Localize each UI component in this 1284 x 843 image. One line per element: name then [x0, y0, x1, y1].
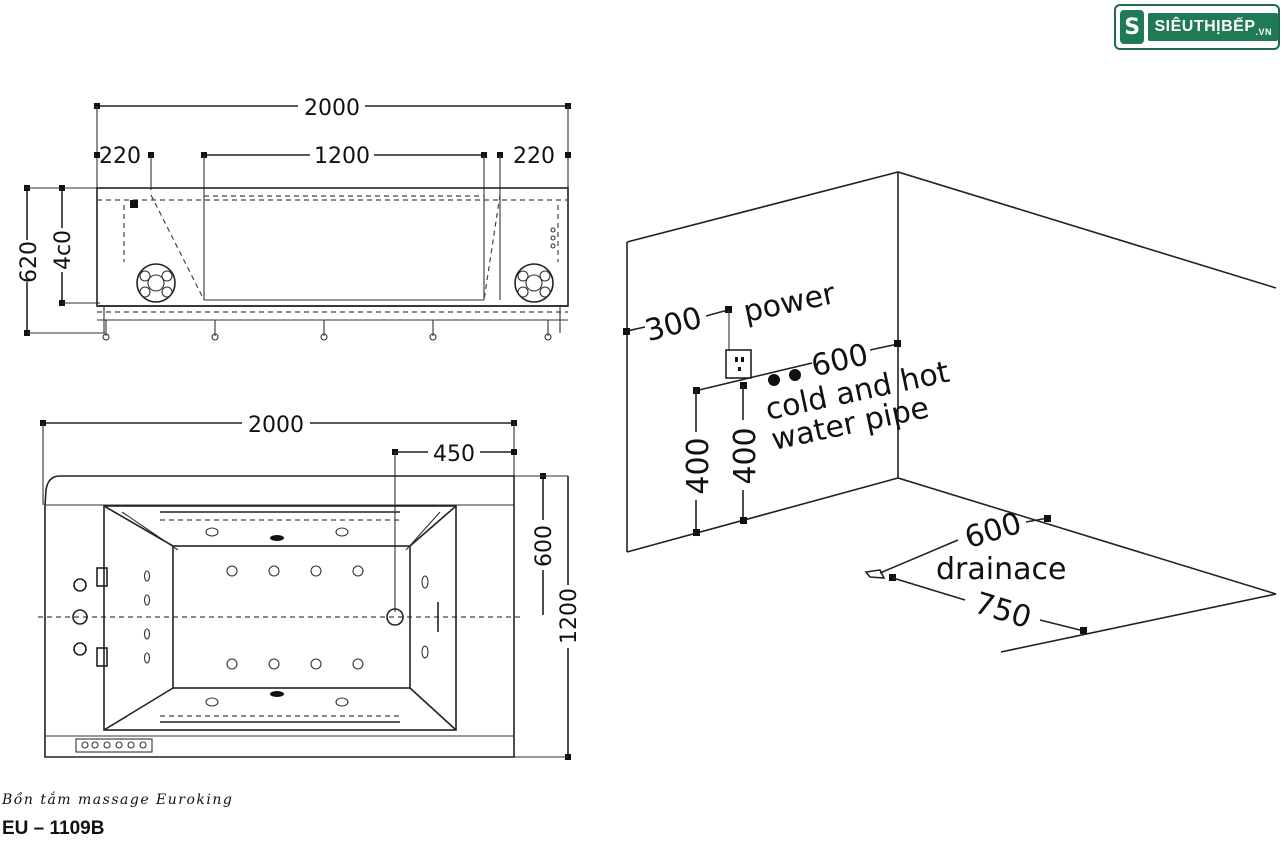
- top-half-width: 600: [532, 525, 557, 567]
- front-inner-height: 4c0: [51, 230, 76, 270]
- front-left-offset: 220: [99, 144, 141, 169]
- front-right-offset: 220: [513, 144, 555, 169]
- right-pump: [514, 205, 559, 303]
- brand-logo-icon: S: [1120, 10, 1145, 44]
- brand-suffix: .VN: [1255, 27, 1272, 38]
- control-panel: [75, 738, 153, 753]
- massage-jets: [143, 527, 439, 707]
- install-pipe-drop: 400: [728, 427, 763, 484]
- front-view: 2000 220 1200 220 620 4c0: [17, 96, 571, 341]
- hot-water-pipe-icon: [789, 369, 801, 381]
- left-pump: [123, 200, 176, 303]
- install-power-height: 300: [641, 301, 705, 350]
- front-middle-length: 1200: [314, 144, 370, 169]
- install-power-drop: 400: [681, 437, 716, 494]
- left-fixtures: [72, 567, 108, 667]
- brand-name: SIÊUTHỊBẾP.VN: [1148, 13, 1278, 41]
- front-total-length: 2000: [304, 96, 360, 121]
- top-total-length: 2000: [248, 413, 304, 438]
- front-total-height: 620: [17, 241, 42, 283]
- installation-view: 300 power 600 cold and hot water pipe 40…: [623, 171, 1277, 653]
- install-drain-offset: 600: [961, 506, 1026, 556]
- top-view: 2000 450 600 1200: [38, 413, 582, 760]
- top-drain-offset: 450: [433, 442, 475, 467]
- brand-name-text: SIÊUTHỊBẾP: [1154, 18, 1256, 35]
- install-drain-length: 750: [970, 586, 1035, 636]
- top-total-width: 1200: [557, 588, 582, 644]
- cold-water-pipe-icon: [768, 374, 780, 386]
- install-drain-label: drainace: [936, 552, 1066, 587]
- product-model: EU – 1109B: [2, 818, 105, 839]
- brand-logo[interactable]: S SIÊUTHỊBẾP.VN: [1114, 4, 1280, 50]
- tub-feet: [102, 320, 552, 341]
- power-socket-icon: [725, 349, 752, 379]
- install-power-label: power: [740, 276, 839, 330]
- drain-icon: [864, 569, 886, 579]
- product-caption: Bồn tắm massage Euroking: [2, 792, 234, 808]
